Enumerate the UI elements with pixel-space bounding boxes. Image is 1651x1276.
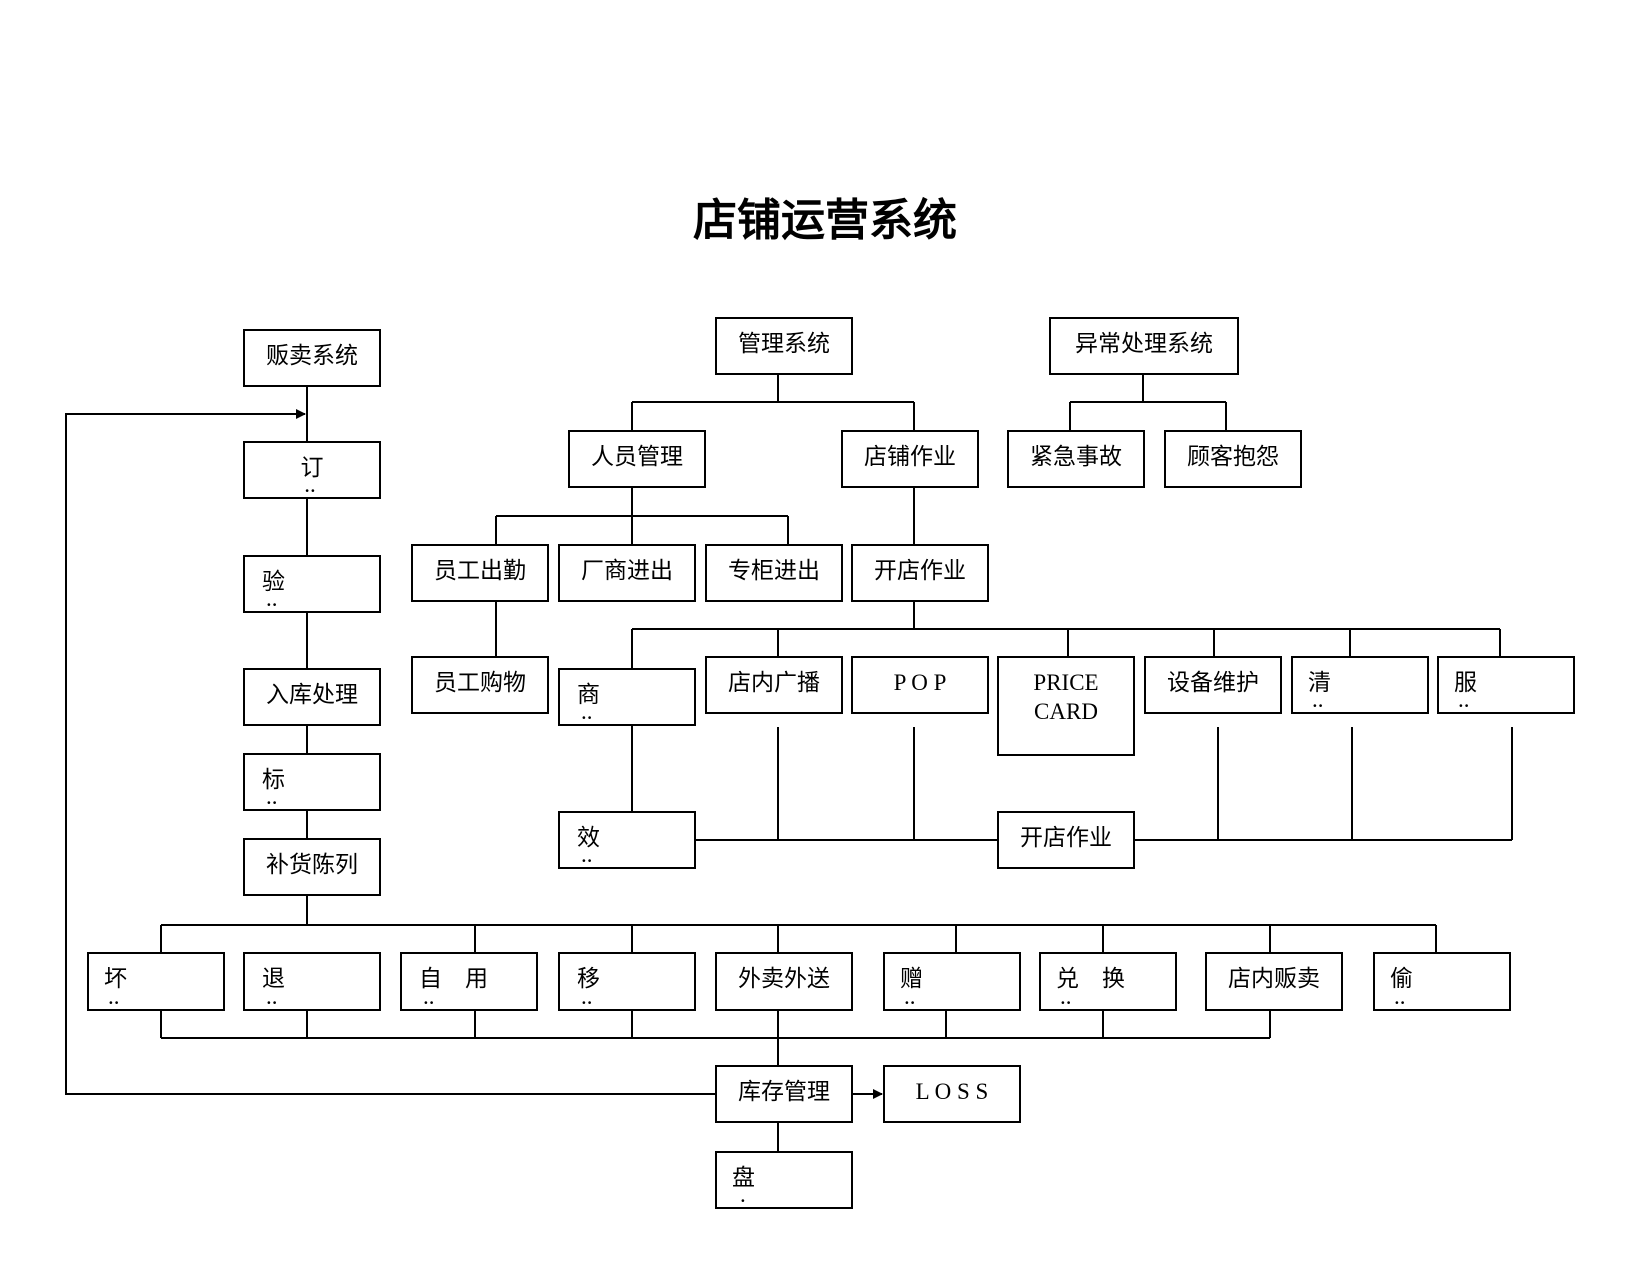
node-label: 厂商进出	[581, 558, 673, 583]
node-staff-purchase: 员工购物	[411, 656, 549, 714]
node-label: 店内贩卖	[1228, 966, 1320, 991]
node-restock: 补货陈列	[243, 838, 381, 896]
node-label: 员工购物	[434, 670, 526, 695]
node-stocktake: 盘 .	[715, 1151, 853, 1209]
node-opening-operations-2: 开店作业	[997, 811, 1135, 869]
node-equipment-maintenance: 设备维护	[1144, 656, 1282, 714]
node-inspect: 验 ..	[243, 555, 381, 613]
node-in-store-broadcast: 店内广播	[705, 656, 843, 714]
node-self-use: 自 用 ..	[400, 952, 538, 1011]
node-label: 偷	[1390, 966, 1413, 991]
node-label: 入库处理	[266, 682, 358, 707]
node-label: 库存管理	[738, 1079, 830, 1104]
node-exchange: 兑 换 ..	[1039, 952, 1177, 1011]
node-opening-operations: 开店作业	[851, 544, 989, 602]
node-label: 外卖外送	[738, 966, 830, 991]
node-transfer: 移 ..	[558, 952, 696, 1011]
node-sublabel: ..	[581, 984, 593, 1009]
node-label: P O P	[894, 670, 947, 695]
node-label: 退	[262, 966, 285, 991]
node-sublabel: ..	[423, 984, 435, 1009]
node-stock-in: 入库处理	[243, 668, 381, 726]
node-label: 清	[1308, 670, 1331, 695]
node-label: 异常处理系统	[1075, 331, 1213, 356]
node-staff-management: 人员管理	[568, 430, 706, 488]
node-sublabel: ..	[1060, 984, 1072, 1009]
node-service: 服 ..	[1437, 656, 1575, 714]
node-label: 人员管理	[591, 444, 683, 469]
node-loss: L O S S	[883, 1065, 1021, 1123]
node-in-store-sale: 店内贩卖	[1205, 952, 1343, 1011]
node-theft: 偷 ..	[1373, 952, 1511, 1011]
node-sublabel: ..	[266, 784, 278, 809]
node-inventory-management: 库存管理	[715, 1065, 853, 1123]
node-label: 开店作业	[874, 558, 966, 583]
node-label: PRICE	[1033, 670, 1098, 695]
node-gift: 赠 ..	[883, 952, 1021, 1011]
node-label: 坏	[104, 966, 127, 991]
node-goods: 商 ..	[558, 668, 696, 726]
node-label: 紧急事故	[1030, 444, 1122, 469]
node-label: 赠	[900, 966, 923, 991]
node-label: 顾客抱怨	[1187, 444, 1279, 469]
node-label: 开店作业	[1020, 825, 1112, 850]
node-label: 商	[577, 682, 600, 707]
node-delivery: 外卖外送	[715, 952, 853, 1011]
node-label: 兑 换	[1056, 966, 1125, 991]
node-label: 店铺作业	[864, 444, 956, 469]
node-label: 订	[301, 455, 324, 480]
node-counter-in-out: 专柜进出	[705, 544, 843, 602]
connectors	[65, 374, 1513, 1152]
node-sublabel: ..	[1394, 984, 1406, 1009]
node-sublabel: ..	[1458, 687, 1470, 712]
node-store-operations: 店铺作业	[841, 430, 979, 488]
node-customer-complaint: 顾客抱怨	[1164, 430, 1302, 488]
node-efficiency: 效 ..	[558, 811, 696, 869]
node-cleaning: 清 ..	[1291, 656, 1429, 714]
node-emergency: 紧急事故	[1007, 430, 1145, 488]
node-label: 设备维护	[1167, 670, 1259, 695]
node-label: 盘	[732, 1165, 755, 1190]
node-pop: P O P	[851, 656, 989, 714]
node-label: L O S S	[916, 1079, 989, 1104]
node-sublabel: ..	[904, 984, 916, 1009]
node-price-card: PRICE CARD	[997, 656, 1135, 756]
node-label: 补货陈列	[266, 852, 358, 877]
node-exception-system: 异常处理系统	[1049, 317, 1239, 375]
node-sublabel: ..	[581, 699, 593, 724]
node-damaged: 坏 ..	[87, 952, 225, 1011]
node-sublabel: ..	[108, 984, 120, 1009]
node-order: 订 ..	[243, 441, 381, 499]
node-returns: 退 ..	[243, 952, 381, 1011]
node-management-system: 管理系统	[715, 317, 853, 375]
node-sublabel: .	[740, 1182, 746, 1207]
node-staff-attendance: 员工出勤	[411, 544, 549, 602]
node-sublabel: ..	[581, 842, 593, 867]
diagram-title: 店铺运营系统	[693, 195, 957, 246]
node-label: 服	[1454, 670, 1477, 695]
node-label: 验	[262, 569, 285, 594]
node-label: 自 用	[419, 966, 488, 991]
node-label: 员工出勤	[434, 558, 526, 583]
node-sublabel: ..	[266, 586, 278, 611]
feedback-arrow	[65, 409, 716, 1095]
node-label: 标	[262, 767, 285, 792]
node-vendor-in-out: 厂商进出	[558, 544, 696, 602]
node-label: 效	[577, 825, 600, 850]
node-label-line2: CARD	[1034, 699, 1098, 724]
node-sublabel: ..	[266, 984, 278, 1009]
node-label: 店内广播	[728, 670, 820, 695]
node-label: 贩卖系统	[266, 343, 358, 368]
node-tag: 标 ..	[243, 753, 381, 811]
node-label: 专柜进出	[728, 558, 820, 583]
node-sublabel: ..	[1312, 687, 1324, 712]
node-label: 移	[577, 966, 600, 991]
node-sales-system: 贩卖系统	[243, 329, 381, 387]
node-label: 管理系统	[738, 331, 830, 356]
node-sublabel: ..	[304, 472, 316, 497]
